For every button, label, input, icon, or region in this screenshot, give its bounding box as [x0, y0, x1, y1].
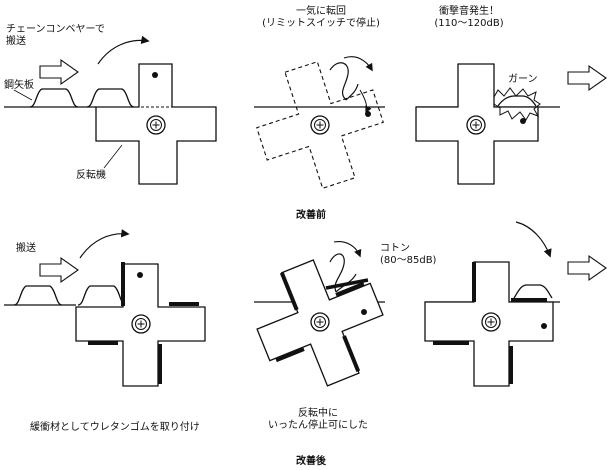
- caption-after: 改善後: [296, 456, 326, 467]
- bolt-icon: [131, 314, 151, 334]
- limit-switch-dot-icon: [520, 118, 526, 124]
- label-rotate-once: 一気に転回 (リミットスイッチで停止): [262, 6, 380, 29]
- arrow-right-icon: [39, 58, 79, 86]
- limit-switch-dot-icon: [152, 72, 158, 78]
- arrow-right-icon: [567, 64, 607, 92]
- bolt-icon: [481, 312, 501, 332]
- label-pause-note: 反転中に いったん停止可にした: [268, 408, 368, 431]
- label-koton: コトン (80～85dB): [380, 243, 437, 266]
- urethane-pad: [88, 341, 118, 345]
- label-impact-sound: 衝撃音発生！ (110～120dB): [434, 6, 504, 29]
- urethane-pad: [472, 262, 476, 302]
- label-chain-conveyor: チェーンコンベヤーで 搬送: [6, 24, 105, 47]
- limit-switch-dot-icon: [137, 272, 143, 278]
- urethane-pad: [433, 341, 469, 345]
- panel-after-3: [424, 221, 607, 387]
- steel-sheet-pile: [497, 95, 537, 107]
- caption-before: 改善前: [296, 210, 326, 221]
- panel-before-1: [4, 35, 217, 185]
- bolt-icon: [146, 115, 166, 135]
- arrow-right-icon: [567, 254, 607, 282]
- falling-sheet: [329, 62, 359, 101]
- label-gaan: ガーン: [508, 74, 538, 85]
- limit-switch-dot-icon: [361, 309, 367, 315]
- curved-arrow-icon: [333, 241, 362, 258]
- label-transport: 搬送: [16, 243, 36, 254]
- steel-sheet-pile: [86, 88, 135, 108]
- urethane-pad: [121, 262, 125, 306]
- panel-before-2: [254, 56, 385, 189]
- bolt-icon: [310, 115, 330, 135]
- arrow-right-icon: [39, 256, 79, 284]
- sheet-on-pad: [325, 278, 369, 290]
- panel-after-1: [4, 229, 206, 387]
- urethane-pad: [169, 302, 199, 306]
- bolt-icon: [466, 115, 486, 135]
- curved-arrow-icon: [97, 35, 150, 65]
- steel-sheet-pile: [29, 88, 79, 108]
- label-reverser: 反転機: [76, 170, 106, 181]
- steel-sheet-pile: [13, 285, 63, 306]
- limit-switch-dot-icon: [541, 323, 547, 329]
- urethane-pad: [511, 298, 547, 302]
- panel-before-3: [415, 63, 607, 185]
- curved-arrow-icon: [343, 56, 373, 72]
- urethane-pad: [509, 346, 513, 384]
- reverser-cross-rotating: [256, 61, 384, 189]
- bolt-icon: [310, 312, 330, 332]
- impact-burst-icon: [493, 87, 541, 121]
- curved-arrow-icon: [79, 229, 130, 259]
- curved-arrow-icon: [515, 221, 552, 258]
- steel-sheet-pile: [77, 285, 127, 306]
- urethane-pad: [158, 344, 162, 384]
- steel-sheet-pile: [513, 284, 553, 299]
- label-urethane-note: 緩衝材としてウレタンゴムを取り付け: [30, 422, 200, 433]
- panel-after-2: [254, 241, 385, 387]
- label-steel-sheet: 鋼矢板: [4, 80, 34, 91]
